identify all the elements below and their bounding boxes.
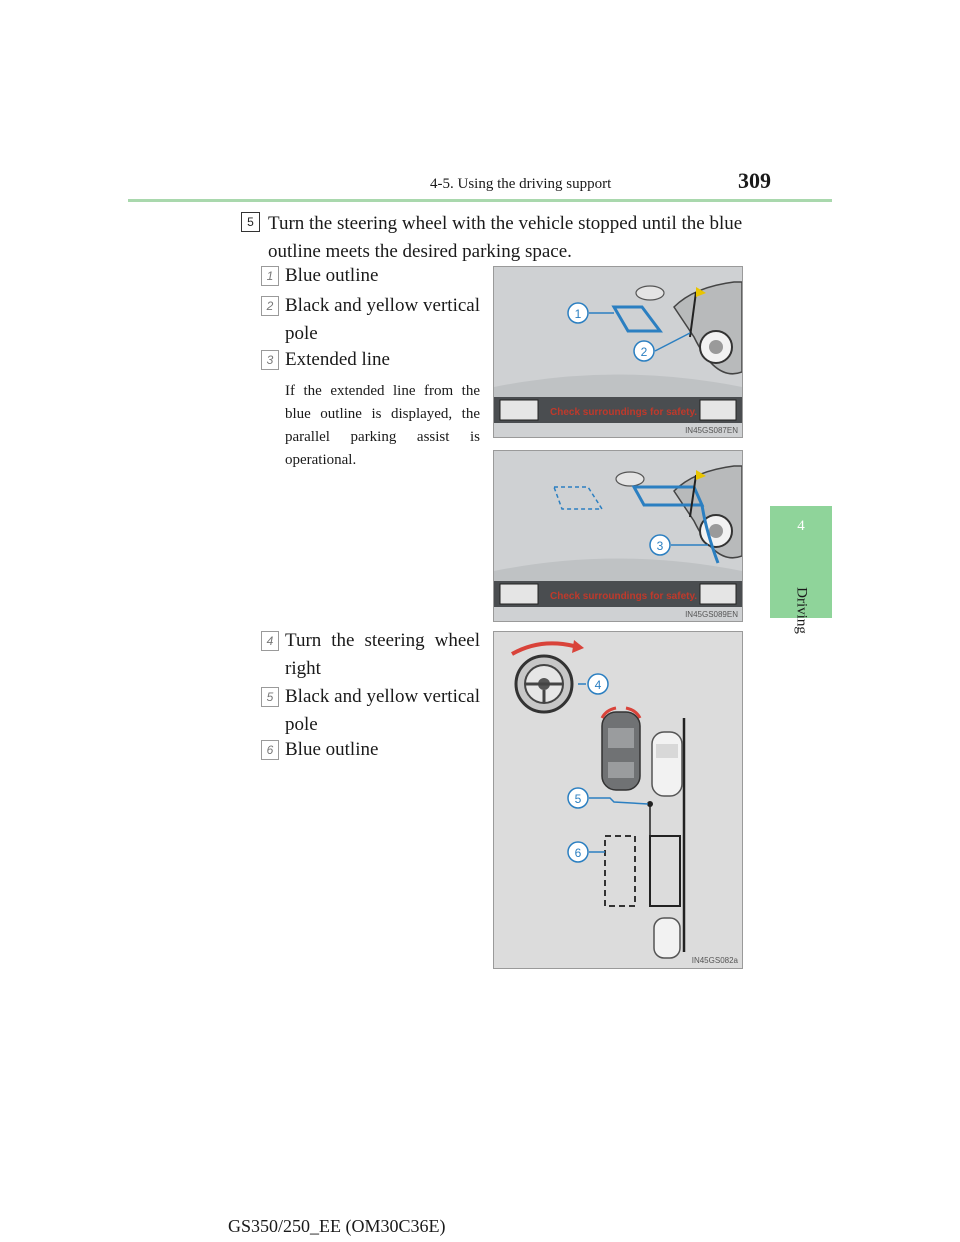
chapter-tab-number: 4 <box>797 518 805 534</box>
figure-3-code: IN45GS082a <box>692 956 739 965</box>
figure-2-callout-3: 3 <box>657 539 664 553</box>
header-section-title: 4-5. Using the driving support <box>430 176 612 192</box>
item-text-vertical-pole-2: Black and yellow vertical pole <box>285 686 480 735</box>
item-badge-5: 5 <box>261 687 279 707</box>
figure-top-view: 4 5 6 IN45GS082a <box>493 631 743 969</box>
figure-top-view-illustration: 4 5 6 IN45GS082a <box>494 632 742 968</box>
figure-2-banner: Check surroundings for safety. <box>550 591 697 602</box>
item-text-blue-outline-2: Blue outline <box>285 739 379 760</box>
chapter-tab[interactable] <box>770 506 832 618</box>
footer-model-code: GS350/250_EE (OM30C36E) <box>228 1216 446 1236</box>
figure-1-callout-1: 1 <box>575 307 582 321</box>
item-badge-6: 6 <box>261 740 279 760</box>
figure-1-banner: Check surroundings for safety. <box>550 407 697 418</box>
item-badge-1: 1 <box>261 266 279 286</box>
figure-3-callout-6: 6 <box>575 846 582 860</box>
figure-3-callout-5: 5 <box>575 792 582 806</box>
figure-screen-1-illustration: 1 2 Check surroundings for safety. IN45G… <box>494 267 743 437</box>
figure-screen-2-illustration: 3 Check surroundings for safety. IN45GS0… <box>494 451 743 621</box>
figure-3-callout-4: 4 <box>595 678 602 692</box>
item-text-blue-outline: Blue outline <box>285 265 379 286</box>
figure-1-code: IN45GS087EN <box>685 426 738 435</box>
item-text-vertical-pole: Black and yellow vertical pole <box>285 295 480 344</box>
chapter-tab-label: Driving <box>793 587 810 634</box>
header-rule <box>128 199 832 202</box>
page-number: 309 <box>738 168 771 193</box>
note-text: If the extended line from the blue outli… <box>285 383 480 468</box>
item-badge-2: 2 <box>261 296 279 316</box>
item-text-turn-wheel: Turn the steering wheel right <box>285 630 480 679</box>
item-text-extended-line: Extended line <box>285 349 390 370</box>
item-badge-3: 3 <box>261 350 279 370</box>
figure-1-callout-2: 2 <box>641 345 648 359</box>
figure-screen-2: 3 Check surroundings for safety. IN45GS0… <box>493 450 743 622</box>
figure-screen-1: 1 2 Check surroundings for safety. IN45G… <box>493 266 743 438</box>
figure-2-code: IN45GS089EN <box>685 610 738 619</box>
step-number-badge: 5 <box>241 212 260 232</box>
step-instruction: Turn the steering wheel with the vehicle… <box>268 213 743 262</box>
item-badge-4: 4 <box>261 631 279 651</box>
